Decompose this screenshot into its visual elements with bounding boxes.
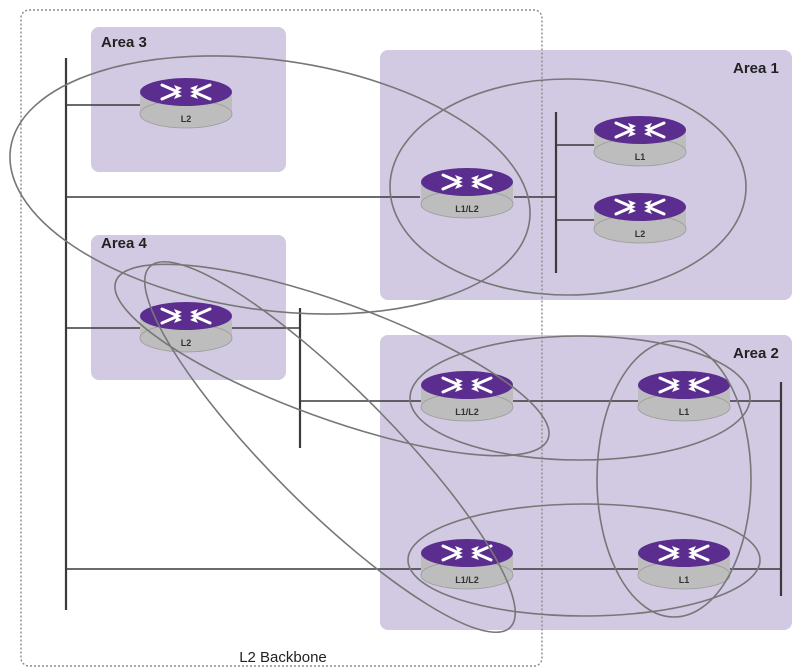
adjacency-ring-area3-area1 — [9, 55, 531, 315]
area-3-label: Area 3 — [101, 34, 147, 51]
adjacency-ring-area4-area2-bottom — [143, 260, 517, 634]
router-area2-l1l2-bottom: L1/L2 — [419, 537, 515, 591]
router-label: L2 — [635, 229, 646, 239]
backbone-label: L2 Backbone — [239, 649, 327, 666]
area-1-box — [380, 50, 792, 300]
adjacency-ring-area4-area2-top — [114, 263, 550, 457]
adjacency-ring-area2-bottom — [407, 503, 761, 617]
router-area2-l1l2-top: L1/L2 — [419, 369, 515, 423]
router-area1-l1l2: L1/L2 — [419, 166, 515, 220]
router-label: L1 — [635, 152, 646, 162]
router-label: L2 — [181, 114, 192, 124]
router-area2-l1-top: L1 — [636, 369, 732, 423]
router-label: L1 — [679, 575, 690, 585]
area-4-label: Area 4 — [101, 235, 148, 252]
router-label: L2 — [181, 338, 192, 348]
adjacency-ring-area2-top — [409, 335, 751, 461]
router-area1-l1: L1 — [592, 114, 688, 168]
area-2-label: Area 2 — [733, 345, 779, 362]
router-label: L1/L2 — [455, 575, 479, 585]
router-label: L1 — [679, 407, 690, 417]
adjacency-ring-area2-right — [596, 340, 752, 618]
router-area3: L2 — [138, 76, 234, 130]
router-label: L1/L2 — [455, 204, 479, 214]
adjacency-ring-area1 — [389, 78, 747, 296]
router-label: L1/L2 — [455, 407, 479, 417]
router-area2-l1-bottom: L1 — [636, 537, 732, 591]
router-area4: L2 — [138, 300, 234, 354]
area-1-label: Area 1 — [733, 60, 779, 77]
router-area1-l2: L2 — [592, 191, 688, 245]
